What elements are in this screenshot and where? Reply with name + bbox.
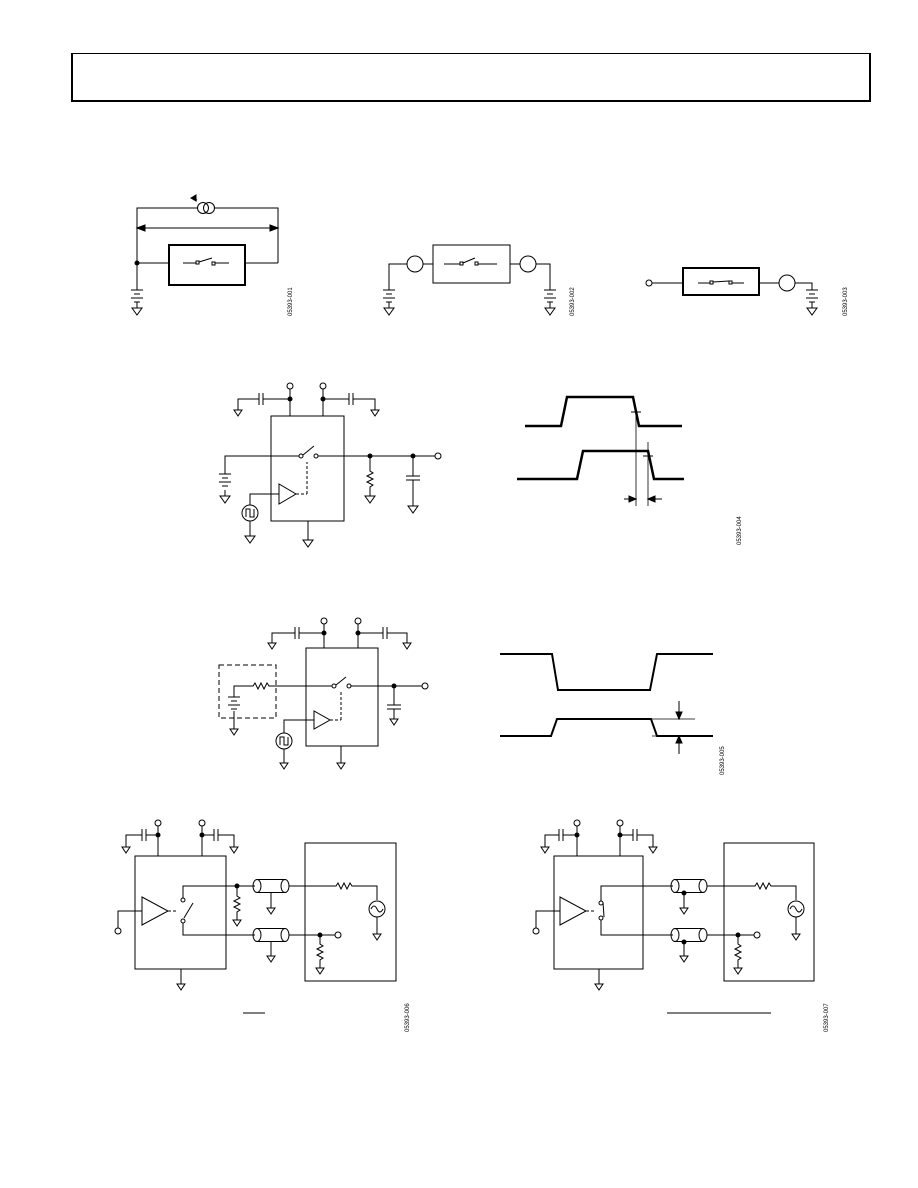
page-header-box xyxy=(71,53,871,102)
figure-on-leakage xyxy=(645,267,819,316)
figure-code-3: 05393-003 xyxy=(843,287,849,316)
figure-code-1: 05393-001 xyxy=(288,287,294,316)
figure-code-7: 05393-007 xyxy=(824,1003,830,1032)
figure-on-resistance xyxy=(130,194,280,316)
figure-code-6: 05393-006 xyxy=(405,1003,411,1032)
figure-charge-injection-waveform xyxy=(500,653,713,754)
figure-off-leakage xyxy=(382,244,557,316)
figure-bandwidth xyxy=(532,819,815,1014)
figure-charge-injection-circuit xyxy=(218,617,429,770)
figure-code-4: 05393-004 xyxy=(737,516,743,545)
figure-switching-time-circuit xyxy=(218,382,442,548)
figure-code-2: 05393-002 xyxy=(570,287,576,316)
figure-switching-time-waveform xyxy=(517,395,684,506)
figure-code-5: 05393-005 xyxy=(720,746,726,775)
figure-off-isolation xyxy=(114,819,397,1014)
